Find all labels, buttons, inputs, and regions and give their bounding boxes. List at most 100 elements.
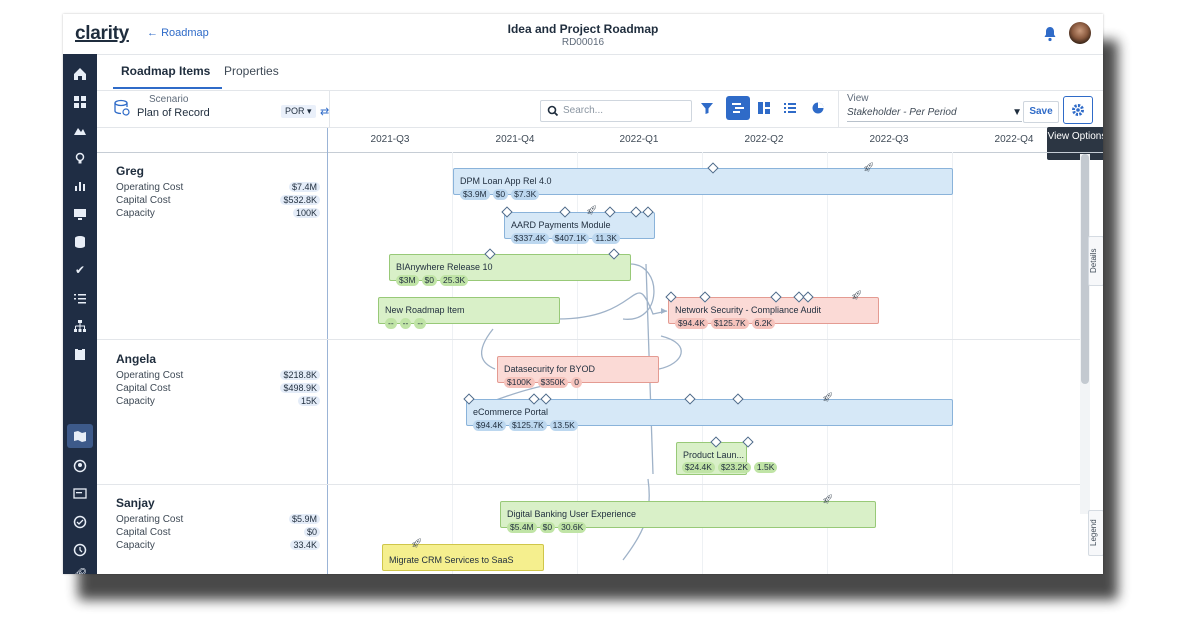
lightbulb-icon[interactable]	[72, 150, 88, 166]
back-link[interactable]: ← Roadmap	[147, 27, 209, 39]
database-icon[interactable]	[72, 234, 88, 250]
scenario-value[interactable]: Plan of Record	[137, 107, 210, 119]
checkmark-icon[interactable]: ✔	[74, 263, 86, 277]
details-tab[interactable]: Details	[1088, 236, 1103, 286]
scenario-code-dropdown[interactable]: POR ▾	[281, 105, 316, 118]
rocket-icon[interactable]: 🚀︎	[586, 205, 598, 215]
metric-label: Capacity	[116, 540, 155, 551]
page-subtitle: RD00016	[561, 37, 605, 48]
owner-sanjay: Sanjay Operating Cost$5.9M Capital Cost$…	[116, 496, 326, 553]
roadmap-item-new[interactable]: New Roadmap Item ------	[378, 297, 560, 329]
monitor-icon[interactable]	[72, 206, 88, 222]
mountain-icon[interactable]	[72, 122, 88, 138]
search-input[interactable]: Search...	[540, 100, 692, 122]
cost-chip: 13.5K	[549, 420, 578, 431]
scrollbar-thumb[interactable]	[1081, 154, 1089, 384]
metric-label: Capital Cost	[116, 383, 171, 394]
quarter-gridline	[827, 152, 828, 574]
toolbar-divider-2	[838, 91, 839, 127]
home-icon[interactable]	[72, 66, 88, 82]
tab-properties[interactable]: Properties	[224, 64, 279, 78]
roadmap-item-dpm-loan[interactable]: DPM Loan App Rel 4.0 $3.9M$0$7.3K	[453, 168, 953, 200]
dependency-line	[658, 335, 682, 370]
quarter-label: 2021-Q3	[370, 134, 410, 145]
vertical-scrollbar[interactable]	[1080, 154, 1090, 514]
board-view-icon[interactable]	[752, 96, 776, 120]
support-icon[interactable]	[72, 514, 88, 530]
quarter-label: 2022-Q3	[869, 134, 909, 145]
item-name: eCommerce Portal	[473, 407, 549, 417]
dependency-line	[557, 292, 668, 320]
user-avatar[interactable]	[1069, 22, 1091, 44]
pie-chart-icon[interactable]	[806, 96, 830, 120]
rocket-icon[interactable]: 🚀︎	[411, 538, 423, 548]
metric-label: Capacity	[116, 208, 155, 219]
item-name: Network Security - Compliance Audit	[675, 305, 822, 315]
scenario-icon[interactable]	[113, 99, 131, 122]
search-placeholder: Search...	[563, 105, 604, 116]
roadmap-item-migrate-crm[interactable]: Migrate CRM Services to SaaS	[382, 544, 544, 571]
metric-value: $218.8K	[280, 370, 320, 380]
item-name: DPM Loan App Rel 4.0	[460, 176, 552, 186]
list-detail-icon[interactable]	[72, 486, 88, 502]
owner-name: Sanjay	[116, 496, 155, 510]
view-options-tooltip: View Options	[1047, 127, 1103, 160]
metric-value: $498.9K	[280, 383, 320, 393]
roadmap-item-network-security[interactable]: Network Security - Compliance Audit $94.…	[668, 297, 879, 329]
team-icon[interactable]	[72, 458, 88, 474]
arrowhead	[661, 308, 667, 314]
chevron-down-icon: ▼	[1012, 107, 1022, 118]
metric-label: Operating Cost	[116, 370, 184, 381]
cost-chip: $3.9M	[460, 189, 490, 200]
dashboard-icon[interactable]	[72, 94, 88, 110]
cost-chip: 11.3K	[592, 233, 620, 244]
link-icon[interactable]: 🔗︎	[72, 567, 88, 574]
cost-chip: $0	[492, 189, 509, 200]
metric-value: $0	[303, 527, 320, 537]
item-name: BIAnywhere Release 10	[396, 262, 493, 272]
cost-chip: $5.4M	[507, 522, 537, 533]
cost-chip: --	[385, 318, 397, 329]
app-logo[interactable]: clarity	[75, 23, 129, 44]
cost-chip: $24.4K	[682, 462, 715, 473]
view-options-button[interactable]	[1063, 96, 1093, 124]
tab-roadmap-items[interactable]: Roadmap Items	[112, 64, 223, 89]
app-window: clarity ← Roadmap Idea and Project Roadm…	[63, 14, 1103, 574]
quarter-label: 2022-Q2	[744, 134, 784, 145]
clock-icon[interactable]	[72, 542, 88, 558]
rocket-icon[interactable]: 🚀︎	[822, 392, 834, 402]
list-view-icon[interactable]	[778, 96, 802, 120]
legend-tab[interactable]: Legend	[1088, 510, 1103, 556]
compare-icon[interactable]: ⇄	[320, 106, 330, 118]
hierarchy-icon[interactable]	[72, 318, 88, 334]
owner-name: Angela	[116, 352, 157, 366]
roadmap-icon[interactable]	[72, 428, 88, 444]
quarter-label: 2022-Q1	[619, 134, 659, 145]
panel-divider	[327, 128, 328, 574]
bar-chart-icon[interactable]	[72, 178, 88, 194]
filter-icon[interactable]	[695, 96, 719, 120]
toolbar-divider	[329, 91, 330, 127]
checklist-icon[interactable]	[72, 290, 88, 306]
bell-icon[interactable]	[1043, 26, 1057, 47]
rocket-icon[interactable]: 🚀︎	[851, 290, 863, 300]
rocket-icon[interactable]: 🚀︎	[863, 162, 875, 172]
metric-label: Operating Cost	[116, 182, 184, 193]
metric-label: Capital Cost	[116, 195, 171, 206]
view-select[interactable]: Stakeholder - Per Period▼	[847, 107, 1022, 122]
timeline-view-icon[interactable]	[726, 96, 750, 120]
metric-value: 15K	[297, 396, 320, 406]
cost-chip: $7.3K	[511, 189, 540, 200]
scenario-label: Scenario	[149, 94, 189, 105]
clipboard-icon[interactable]	[72, 346, 88, 362]
item-name: Product Laun...	[683, 450, 745, 460]
owner-angela: Angela Operating Cost $218.8K Capital Cos…	[116, 352, 326, 409]
save-button[interactable]: Save	[1023, 101, 1059, 123]
rocket-icon[interactable]: 🚀︎	[822, 494, 834, 504]
